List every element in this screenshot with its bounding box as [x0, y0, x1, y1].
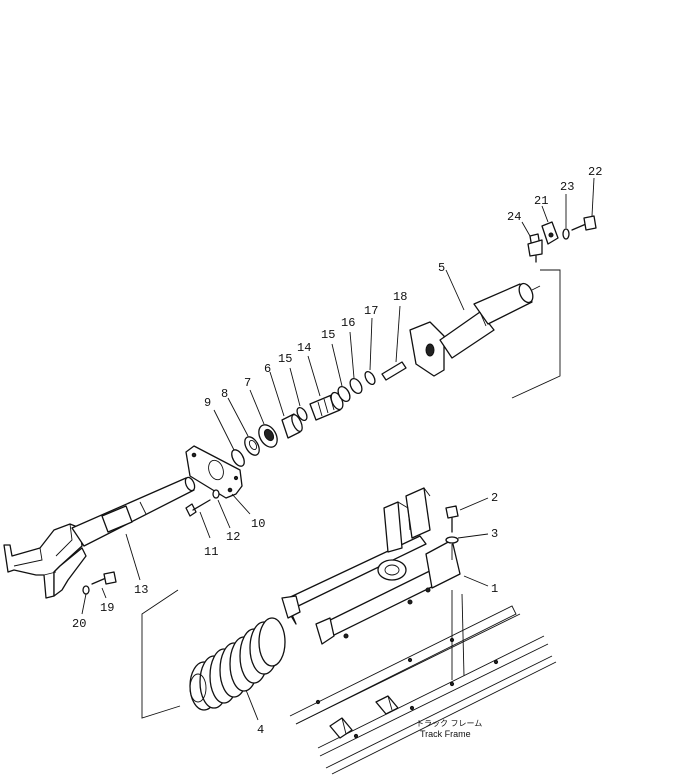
clip-part-21 [541, 205, 559, 245]
track-frame-label-jp: トラック フレーム [416, 719, 482, 728]
label-part-9: 9 [204, 396, 211, 410]
ring-part-15b [331, 343, 351, 403]
shaft-part-13 [71, 476, 196, 581]
snap-ring-part-17 [364, 317, 376, 386]
label-part-10: 10 [251, 517, 265, 531]
label-part-12: 12 [226, 530, 240, 544]
track-frame-caption: トラック フレーム Track Frame [416, 719, 482, 739]
bolt-part-19 [91, 571, 117, 599]
label-part-14: 14 [297, 341, 311, 355]
spring-frame-part-1 [281, 487, 489, 645]
grease-fitting-part-24 [521, 221, 543, 263]
label-part-5: 5 [438, 261, 445, 275]
washer-part-12 [212, 489, 231, 529]
label-part-2: 2 [491, 491, 498, 505]
label-part-21: 21 [534, 194, 548, 208]
bushing-part-6 [269, 371, 303, 439]
ring-part-8 [227, 397, 260, 456]
bearing-part-7 [249, 389, 278, 448]
washer-part-20 [81, 585, 90, 615]
label-part-1: 1 [491, 582, 498, 596]
yoke-part-13 [3, 523, 87, 599]
label-part-15b: 15 [321, 328, 335, 342]
bolt-part-2 [445, 497, 489, 533]
cylinder-part-5 [409, 269, 541, 377]
part-labels: 1 2 3 4 5 6 7 8 9 10 11 12 13 14 15 15 1… [72, 165, 602, 737]
label-part-24: 24 [507, 210, 521, 224]
label-part-13: 13 [134, 583, 148, 597]
label-part-8: 8 [221, 387, 228, 401]
track-frame [289, 590, 557, 775]
ring-part-9 [213, 409, 245, 467]
label-part-19: 19 [100, 601, 114, 615]
label-part-16: 16 [341, 316, 355, 330]
label-part-3: 3 [491, 527, 498, 541]
label-part-15a: 15 [278, 352, 292, 366]
spring-part-4 [189, 617, 286, 721]
ring-part-16 [349, 331, 363, 395]
label-part-7: 7 [244, 376, 251, 390]
track-frame-label-en: Track Frame [420, 729, 471, 739]
label-part-17: 17 [364, 304, 378, 318]
label-part-11: 11 [204, 545, 218, 559]
bolt-part-11 [185, 499, 211, 539]
label-part-6: 6 [264, 362, 271, 376]
label-part-4: 4 [257, 723, 264, 737]
washer-part-3 [445, 533, 489, 544]
label-part-18: 18 [393, 290, 407, 304]
pin-part-18 [381, 305, 407, 381]
bracket-plate-part-10 [185, 445, 251, 515]
label-part-23: 23 [560, 180, 574, 194]
ring-part-15a [289, 367, 308, 422]
label-part-22: 22 [588, 165, 602, 179]
label-part-20: 20 [72, 617, 86, 631]
washer-part-23 [562, 194, 570, 240]
bolt-part-22 [571, 177, 597, 231]
